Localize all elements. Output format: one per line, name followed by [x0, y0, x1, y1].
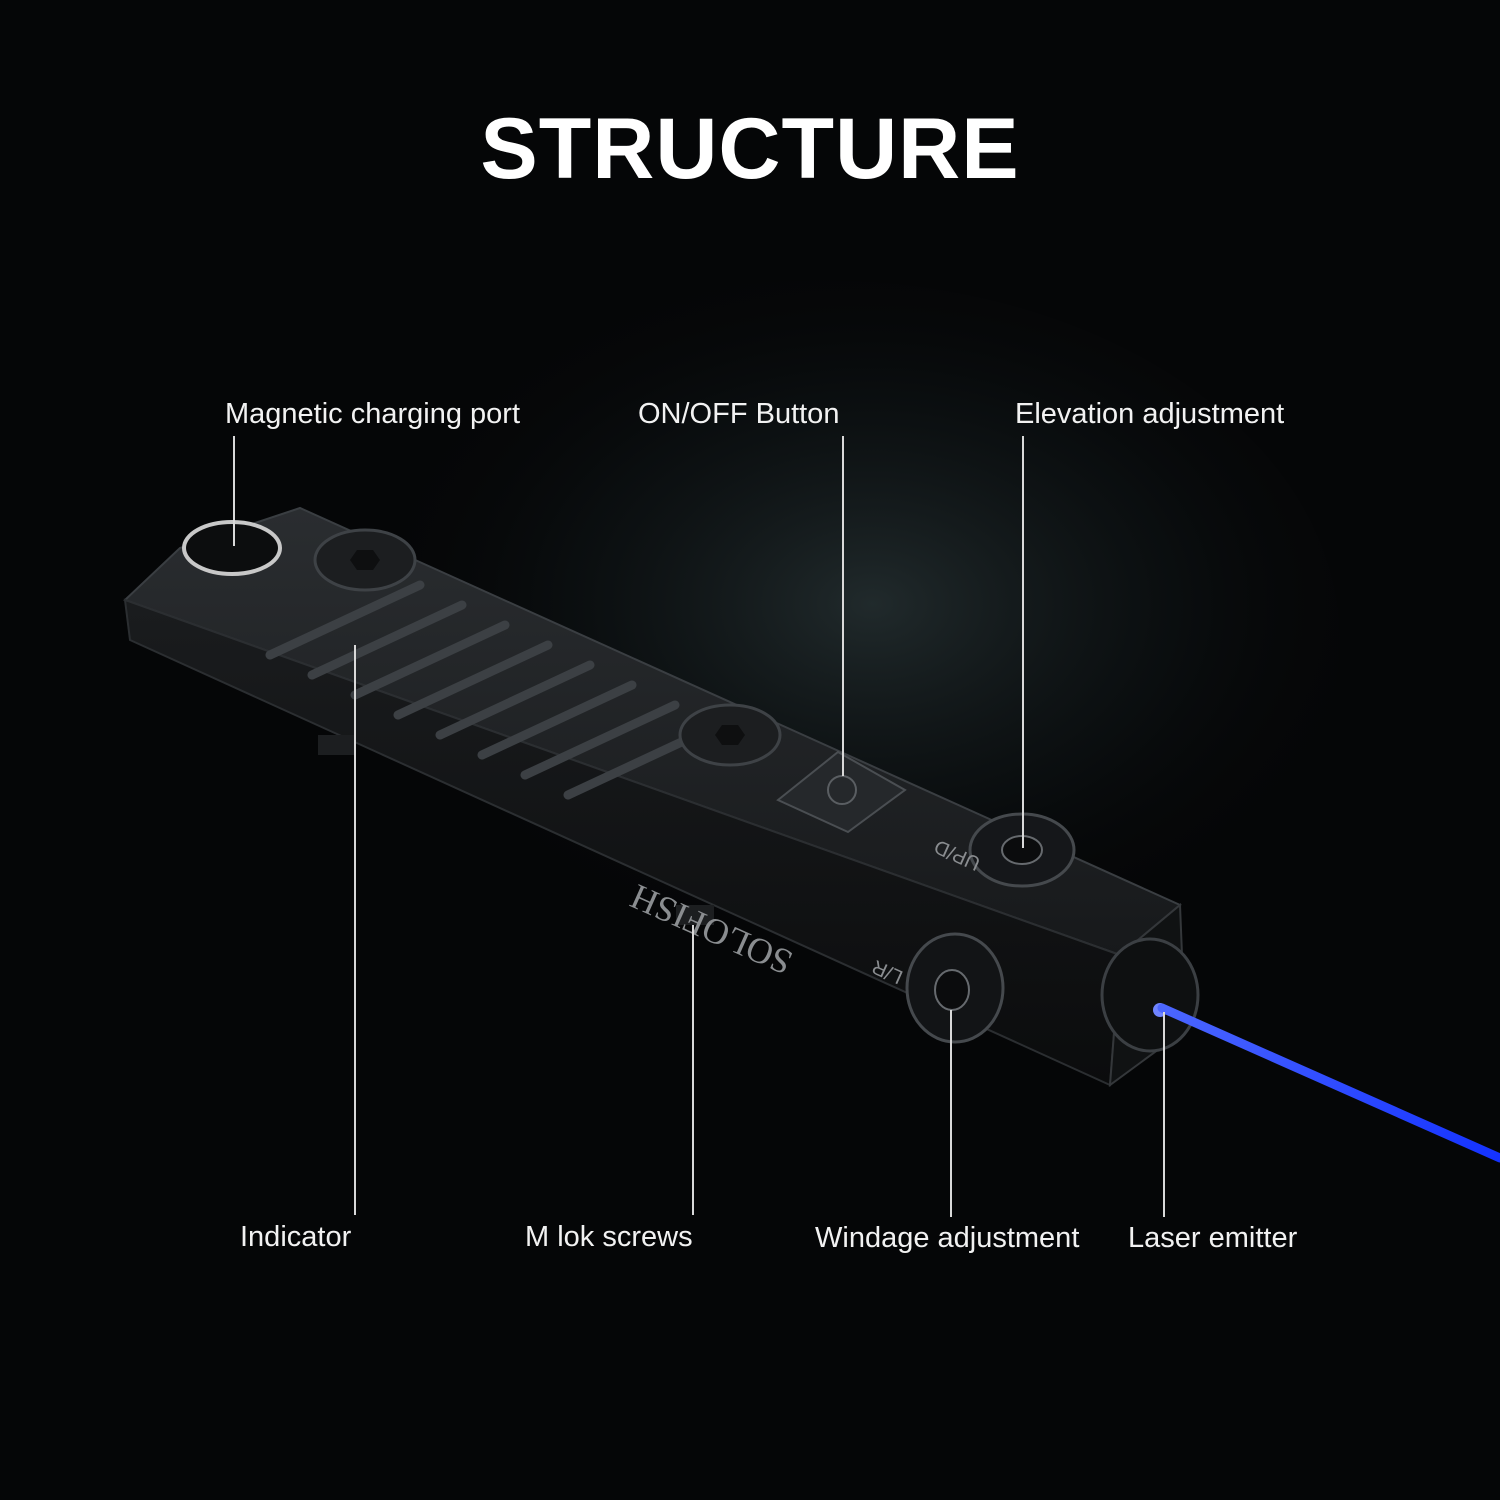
label-windage-adjustment: Windage adjustment [815, 1222, 1080, 1254]
leader-mlok-screws [692, 925, 694, 1215]
leader-laser-emitter [1163, 1012, 1165, 1217]
laser-emitter-housing [1100, 937, 1200, 1053]
hex-socket-front [715, 725, 745, 745]
mlok-foot-front [676, 905, 714, 925]
page-title: STRUCTURE [480, 101, 1020, 197]
mlok-foot-rear [318, 735, 356, 755]
label-magnetic-charging-port: Magnetic charging port [225, 398, 520, 430]
leader-indicator [354, 645, 356, 1215]
leader-windage-adjustment [950, 1010, 952, 1217]
on-off-button [776, 750, 907, 834]
leader-on-off-button [842, 436, 844, 776]
grip-ribs [265, 580, 723, 800]
label-laser-emitter: Laser emitter [1128, 1222, 1298, 1254]
label-indicator: Indicator [240, 1221, 352, 1253]
button-emblem-icon [827, 775, 857, 805]
label-on-off-button: ON/OFF Button [638, 398, 840, 430]
label-mlok-screws: M lok screws [525, 1221, 693, 1253]
label-elevation-adjustment: Elevation adjustment [1015, 398, 1285, 430]
leader-magnetic-charging-port [233, 436, 235, 546]
hex-socket-rear [350, 550, 380, 570]
leader-elevation-adjustment [1022, 436, 1024, 848]
windage-screw-icon [934, 969, 970, 1011]
laser-beam [1157, 1003, 1500, 1163]
magnetic-charging-port [182, 520, 282, 576]
